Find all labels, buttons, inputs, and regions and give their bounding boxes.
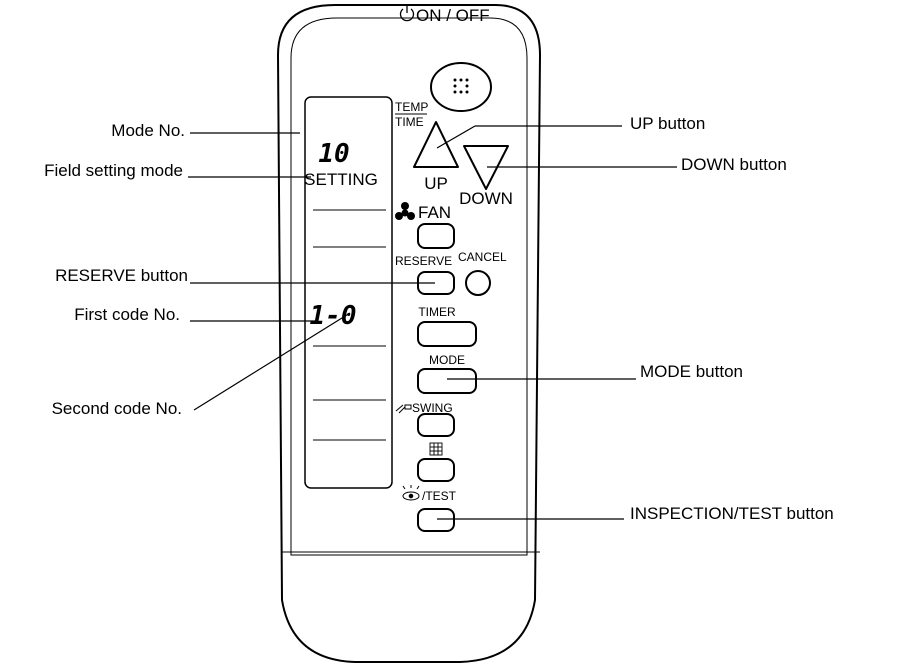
lcd-mode-number: 10 <box>318 139 349 169</box>
callout-mode-button: MODE button <box>640 362 743 381</box>
callout-mode-no: Mode No. <box>111 121 185 140</box>
temp-label: TEMP <box>395 100 428 114</box>
fan-label: FAN <box>418 203 451 222</box>
time-label: TIME <box>395 115 424 129</box>
swing-button[interactable] <box>417 413 455 437</box>
mode-label: MODE <box>429 353 465 367</box>
up-button[interactable] <box>413 121 459 168</box>
timer-button[interactable] <box>417 321 477 347</box>
up-label: UP <box>424 174 448 193</box>
callout-reserve-button: RESERVE button <box>55 266 188 285</box>
mode-button[interactable] <box>417 368 477 394</box>
on-off-button[interactable] <box>430 62 492 112</box>
swing-icon <box>395 404 412 414</box>
grid-button[interactable] <box>417 458 455 482</box>
down-label: DOWN <box>459 189 513 208</box>
lcd-setting-text: SETTING <box>304 170 378 189</box>
power-icon <box>399 4 415 22</box>
callout-field-setting-mode: Field setting mode <box>44 161 183 180</box>
on-off-label: ON / OFF <box>416 6 490 25</box>
swing-label: SWING <box>412 401 453 415</box>
callout-up-button: UP button <box>630 114 705 133</box>
lcd-display <box>304 96 393 489</box>
fan-button[interactable] <box>417 223 455 249</box>
callout-first-code-no: First code No. <box>74 305 180 324</box>
fan-icon <box>395 202 415 220</box>
inspection-test-button[interactable] <box>417 508 455 532</box>
reserve-label: RESERVE <box>395 254 452 268</box>
lcd-code: 1-0 <box>310 301 357 331</box>
remote-inner-outline <box>290 17 528 556</box>
callout-second-code-no: Second code No. <box>52 399 182 418</box>
test-label: /TEST <box>422 489 457 503</box>
leader-up-button <box>436 125 476 149</box>
cancel-button[interactable] <box>465 270 491 296</box>
timer-label: TIMER <box>418 305 456 319</box>
eye-icon <box>402 485 420 501</box>
cancel-label: CANCEL <box>458 250 507 264</box>
grid-icon <box>429 442 443 456</box>
callout-down-button: DOWN button <box>681 155 787 174</box>
leader-second-code-no <box>193 312 351 411</box>
callout-inspection-test-button: INSPECTION/TEST button <box>630 504 834 523</box>
